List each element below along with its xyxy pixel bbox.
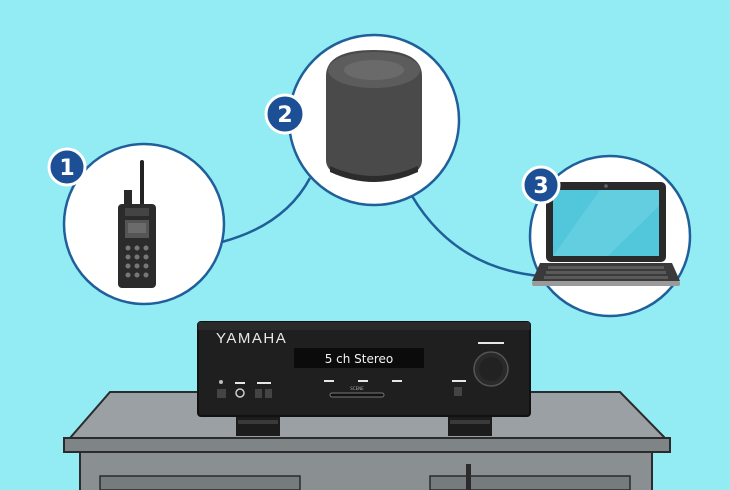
badge-3: 3 <box>521 165 561 205</box>
badge-2-number: 2 <box>277 103 292 128</box>
av-receiver-icon: YAMAHA 5 ch Stereo SCENE <box>197 321 531 436</box>
badge-3-number: 3 <box>533 174 548 199</box>
device-2-circle <box>287 33 461 207</box>
receiver-display <box>294 348 424 368</box>
device-3-circle <box>528 154 692 318</box>
device-1-circle <box>62 142 226 306</box>
badge-2: 2 <box>264 93 306 135</box>
connection-line-2-3 <box>410 195 541 278</box>
badge-1-number: 1 <box>59 156 74 181</box>
receiver-brand: YAMAHA <box>216 330 287 347</box>
laptop-icon <box>532 182 680 286</box>
badge-1: 1 <box>47 147 87 187</box>
smart-speaker-icon <box>326 50 422 182</box>
walkie-talkie-icon <box>118 160 156 288</box>
receiver-display-text: 5 ch Stereo <box>325 352 394 366</box>
scene-label: SCENE <box>350 386 364 391</box>
connection-line-1-2 <box>221 177 312 244</box>
